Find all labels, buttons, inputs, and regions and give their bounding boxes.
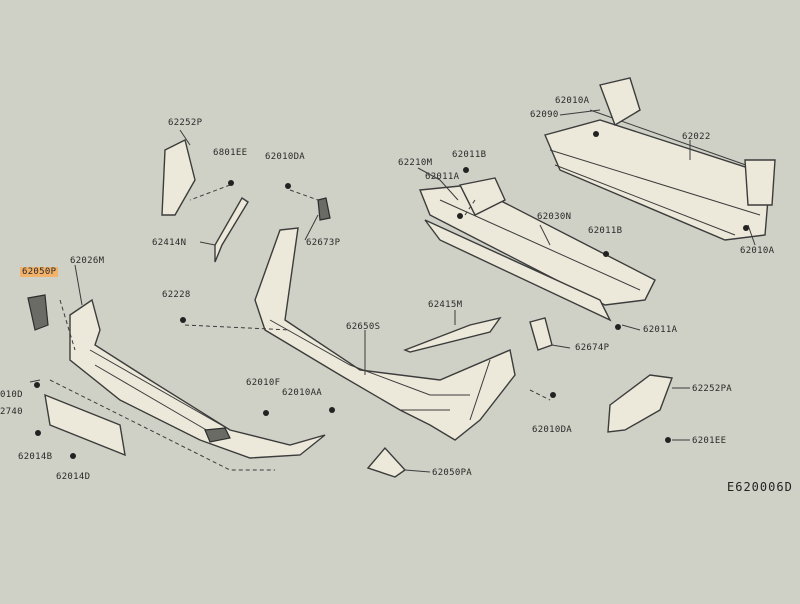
part-label-62014B: 62014B — [18, 452, 53, 462]
part-label-62414N: 62414N — [152, 238, 187, 248]
bracket-62252P — [161, 138, 196, 216]
bracket-62011A — [458, 177, 506, 216]
part-label-62010AA: 62010AA — [282, 388, 323, 398]
leader-lines — [29, 109, 756, 473]
bracket-62050P — [27, 294, 49, 331]
part-label-62011B-mid: 62011B — [588, 226, 623, 236]
part-label-62014D: 62014D — [56, 472, 91, 482]
part-label-62650S: 62650S — [346, 322, 381, 332]
part-label-2740: 2740 — [0, 407, 23, 417]
clip-62673P — [317, 197, 331, 221]
lower-valance — [69, 298, 326, 459]
part-label-62228: 62228 — [162, 290, 191, 300]
part-label-62026M: 62026M — [70, 256, 105, 266]
part-label-62011A-mid: 62011A — [643, 325, 678, 335]
part-label-62673P: 62673P — [306, 238, 341, 248]
part-label-62090: 62090 — [530, 110, 559, 120]
part-label-62050P: 62050P — [20, 267, 59, 277]
part-label-62010F: 62010F — [246, 378, 281, 388]
part-label-62010A-top: 62010A — [555, 96, 590, 106]
fasteners — [34, 131, 749, 459]
part-label-62210M: 62210M — [398, 158, 433, 168]
strip-62414N — [214, 197, 249, 263]
part-label-62050PA: 62050PA — [432, 468, 473, 478]
bracket-62252PA — [607, 374, 673, 433]
bumper-fascia — [254, 227, 516, 441]
part-label-62011B-top: 62011B — [452, 150, 487, 160]
part-label-62415M: 62415M — [428, 300, 463, 310]
part-label-62252PA: 62252PA — [692, 384, 733, 394]
part-label-010D: 010D — [0, 390, 23, 400]
part-label-62022: 62022 — [682, 132, 711, 142]
reinforcement-beam — [544, 77, 776, 241]
bracket-62674P — [529, 317, 553, 351]
part-label-62010DA-top: 62010DA — [265, 152, 306, 162]
part-label-62252P: 62252P — [168, 118, 203, 128]
drawing-code: E620006D — [727, 480, 793, 494]
part-label-62010DA-bottom: 62010DA — [532, 425, 573, 435]
part-label-62010A-bottom: 62010A — [740, 246, 775, 256]
part-label-6801EE: 6801EE — [213, 148, 248, 158]
part-label-62011A-top: 62011A — [425, 172, 460, 182]
part-label-62674P: 62674P — [575, 343, 610, 353]
part-label-62030N: 62030N — [537, 212, 572, 222]
molding-62415M — [403, 316, 502, 353]
license-plate-bracket — [44, 393, 126, 457]
bracket-62050PA — [366, 446, 407, 478]
part-label-6201EE: 6201EE — [692, 436, 727, 446]
